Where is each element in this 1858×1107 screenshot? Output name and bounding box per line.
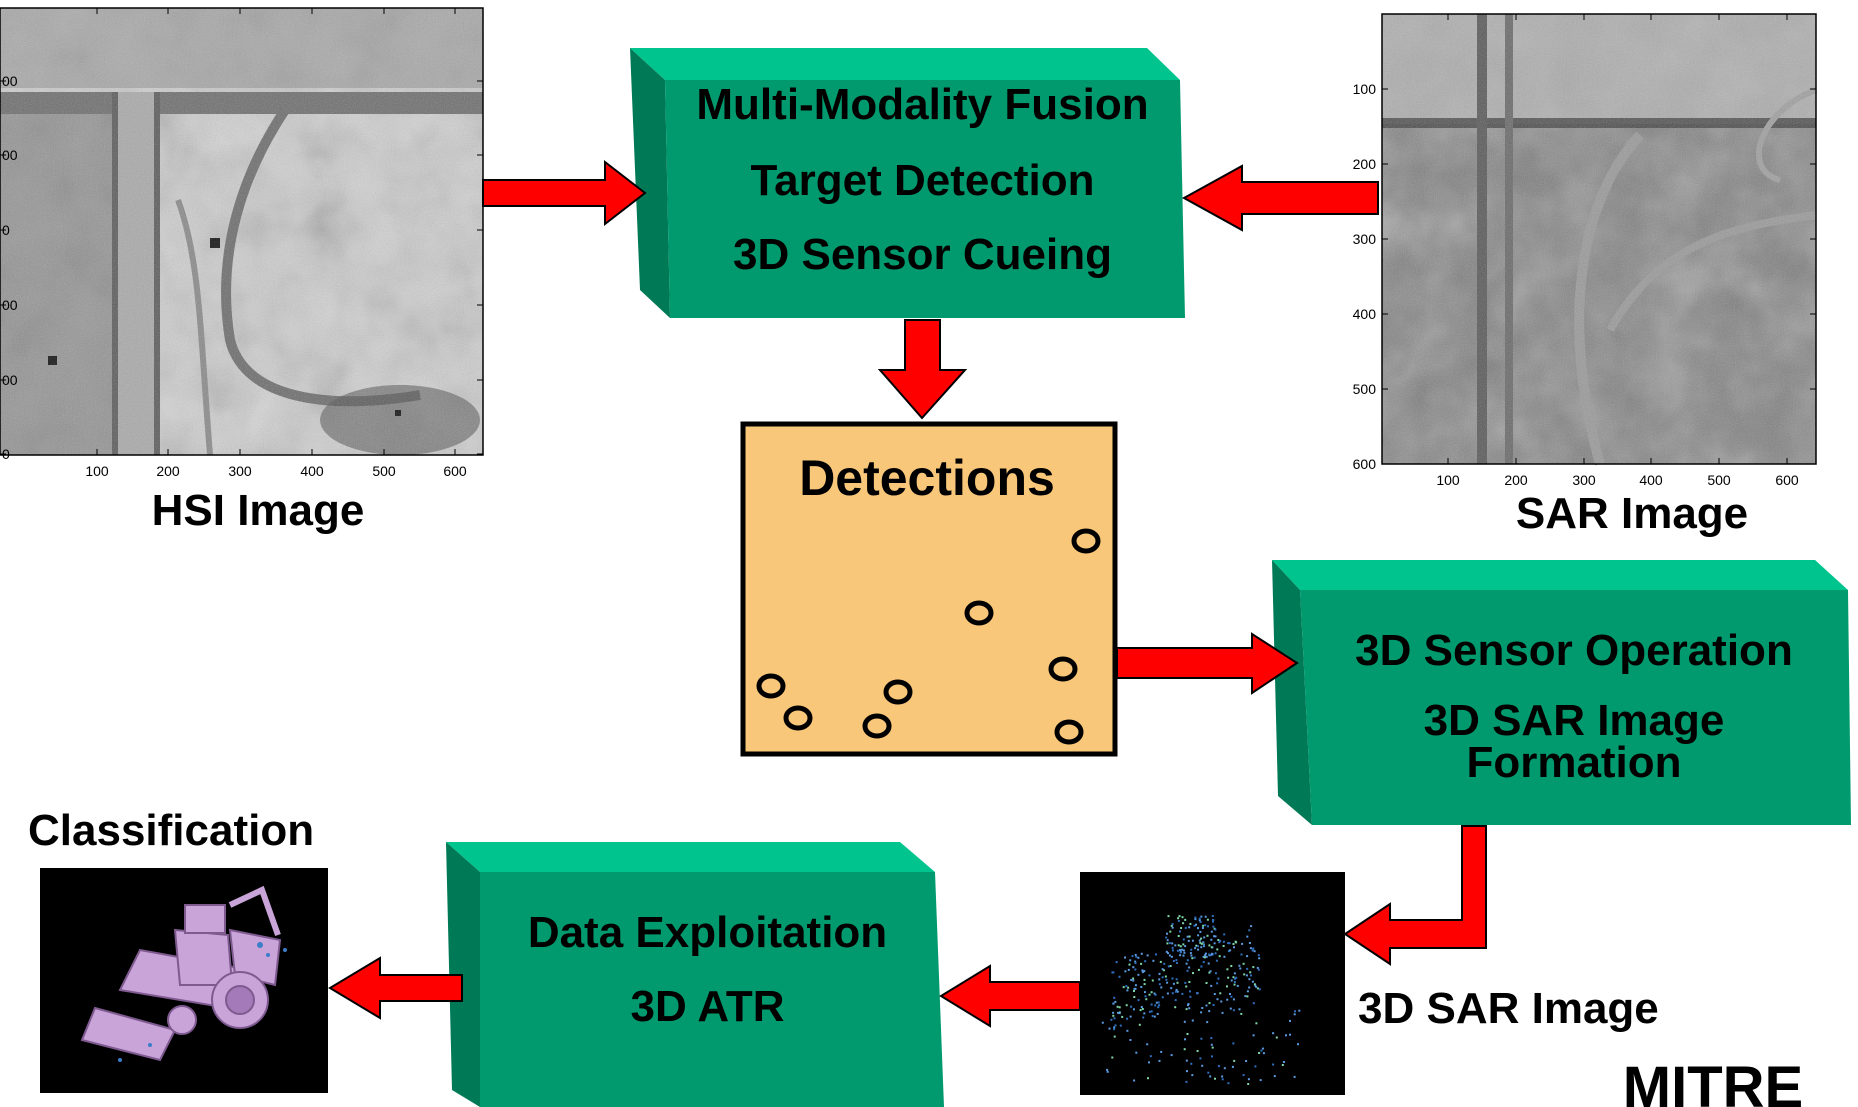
detection-marker (883, 679, 913, 705)
sar-3d-image (1080, 872, 1345, 1095)
sar-caption: SAR Image (1516, 489, 1748, 538)
sar-x-tick: 200 (1504, 472, 1528, 488)
fusion-box (630, 48, 1185, 318)
sar-x-tick: 600 (1775, 472, 1799, 488)
sar-y-tick: 200 (1353, 156, 1377, 172)
arrow-sensor-to-3dsar (1343, 825, 1487, 966)
sar-x-tick: 100 (1436, 472, 1460, 488)
fusion-line-2: Target Detection (750, 156, 1095, 206)
hsi-x-tick: 300 (228, 463, 252, 479)
sar-y-tick: 300 (1353, 231, 1377, 247)
sensor-line-1: 3D Sensor Operation (1355, 626, 1793, 675)
arrow-3dsar-to-exploitation (939, 964, 1081, 1028)
arrow-hsi-to-fusion (482, 159, 647, 227)
detection-marker (1048, 656, 1078, 682)
detections-box (740, 421, 1118, 757)
sar-x-tick: 400 (1639, 472, 1663, 488)
hsi-x-tick: 600 (443, 463, 467, 479)
sar3d-caption: 3D SAR Image (1358, 984, 1659, 1033)
exploitation-box (446, 842, 944, 1107)
detection-marker (964, 600, 994, 626)
sensor-operation-box (1272, 560, 1851, 825)
sensor-box-text: 3D Sensor Operation 3D SAR Image Formati… (1300, 626, 1848, 787)
detection-marker (1054, 719, 1084, 745)
hsi-x-tick: 200 (156, 463, 180, 479)
hsi-x-tick: 100 (85, 463, 109, 479)
fusion-line-3: 3D Sensor Cueing (733, 230, 1112, 280)
arrow-sar-to-fusion (1181, 164, 1379, 232)
hsi-y-tick: 0 (2, 222, 10, 238)
hsi-caption: HSI Image (152, 486, 365, 535)
exploitation-box-text: Data Exploitation 3D ATR (480, 908, 935, 1032)
exploitation-line-1: Data Exploitation (527, 908, 888, 957)
fusion-line-1: Multi-Modality Fusion (696, 80, 1149, 129)
arrow-detections-to-sensor (1116, 632, 1299, 695)
hsi-y-tick: 0 (2, 446, 10, 462)
hsi-y-tick: 00 (2, 147, 18, 163)
hsi-y-tick: 00 (2, 73, 18, 89)
sar-y-tick: 100 (1353, 81, 1377, 97)
sar-image-panel: 100 200 300 400 500 600 100 200 300 400 500 600 (1353, 13, 1818, 488)
hsi-x-tick: 400 (300, 463, 324, 479)
detection-marker (756, 673, 786, 699)
sar-y-tick: 600 (1353, 456, 1377, 472)
fusion-box-text: Multi-Modality Fusion Target Detection 3… (665, 80, 1180, 279)
mitre-logo: MITRE (1623, 1055, 1803, 1107)
classification-caption: Classification (28, 806, 315, 855)
arrow-exploitation-to-classification (328, 956, 463, 1020)
hsi-y-tick: 00 (2, 297, 18, 313)
sar-y-tick: 400 (1353, 306, 1377, 322)
detection-marker (862, 713, 892, 739)
detection-marker (783, 705, 813, 731)
exploitation-line-2: 3D ATR (630, 982, 785, 1032)
sar-x-tick: 500 (1707, 472, 1731, 488)
detections-title: Detections (799, 450, 1055, 506)
sar-x-tick: 300 (1572, 472, 1596, 488)
sensor-line-2: 3D SAR Image Formation (1423, 696, 1725, 787)
sar-y-tick: 500 (1353, 381, 1377, 397)
hsi-x-tick: 500 (372, 463, 396, 479)
arrow-fusion-to-detections (877, 319, 968, 420)
detection-marker (1071, 528, 1101, 554)
hsi-y-tick: 00 (2, 372, 18, 388)
classification-image (40, 868, 328, 1093)
